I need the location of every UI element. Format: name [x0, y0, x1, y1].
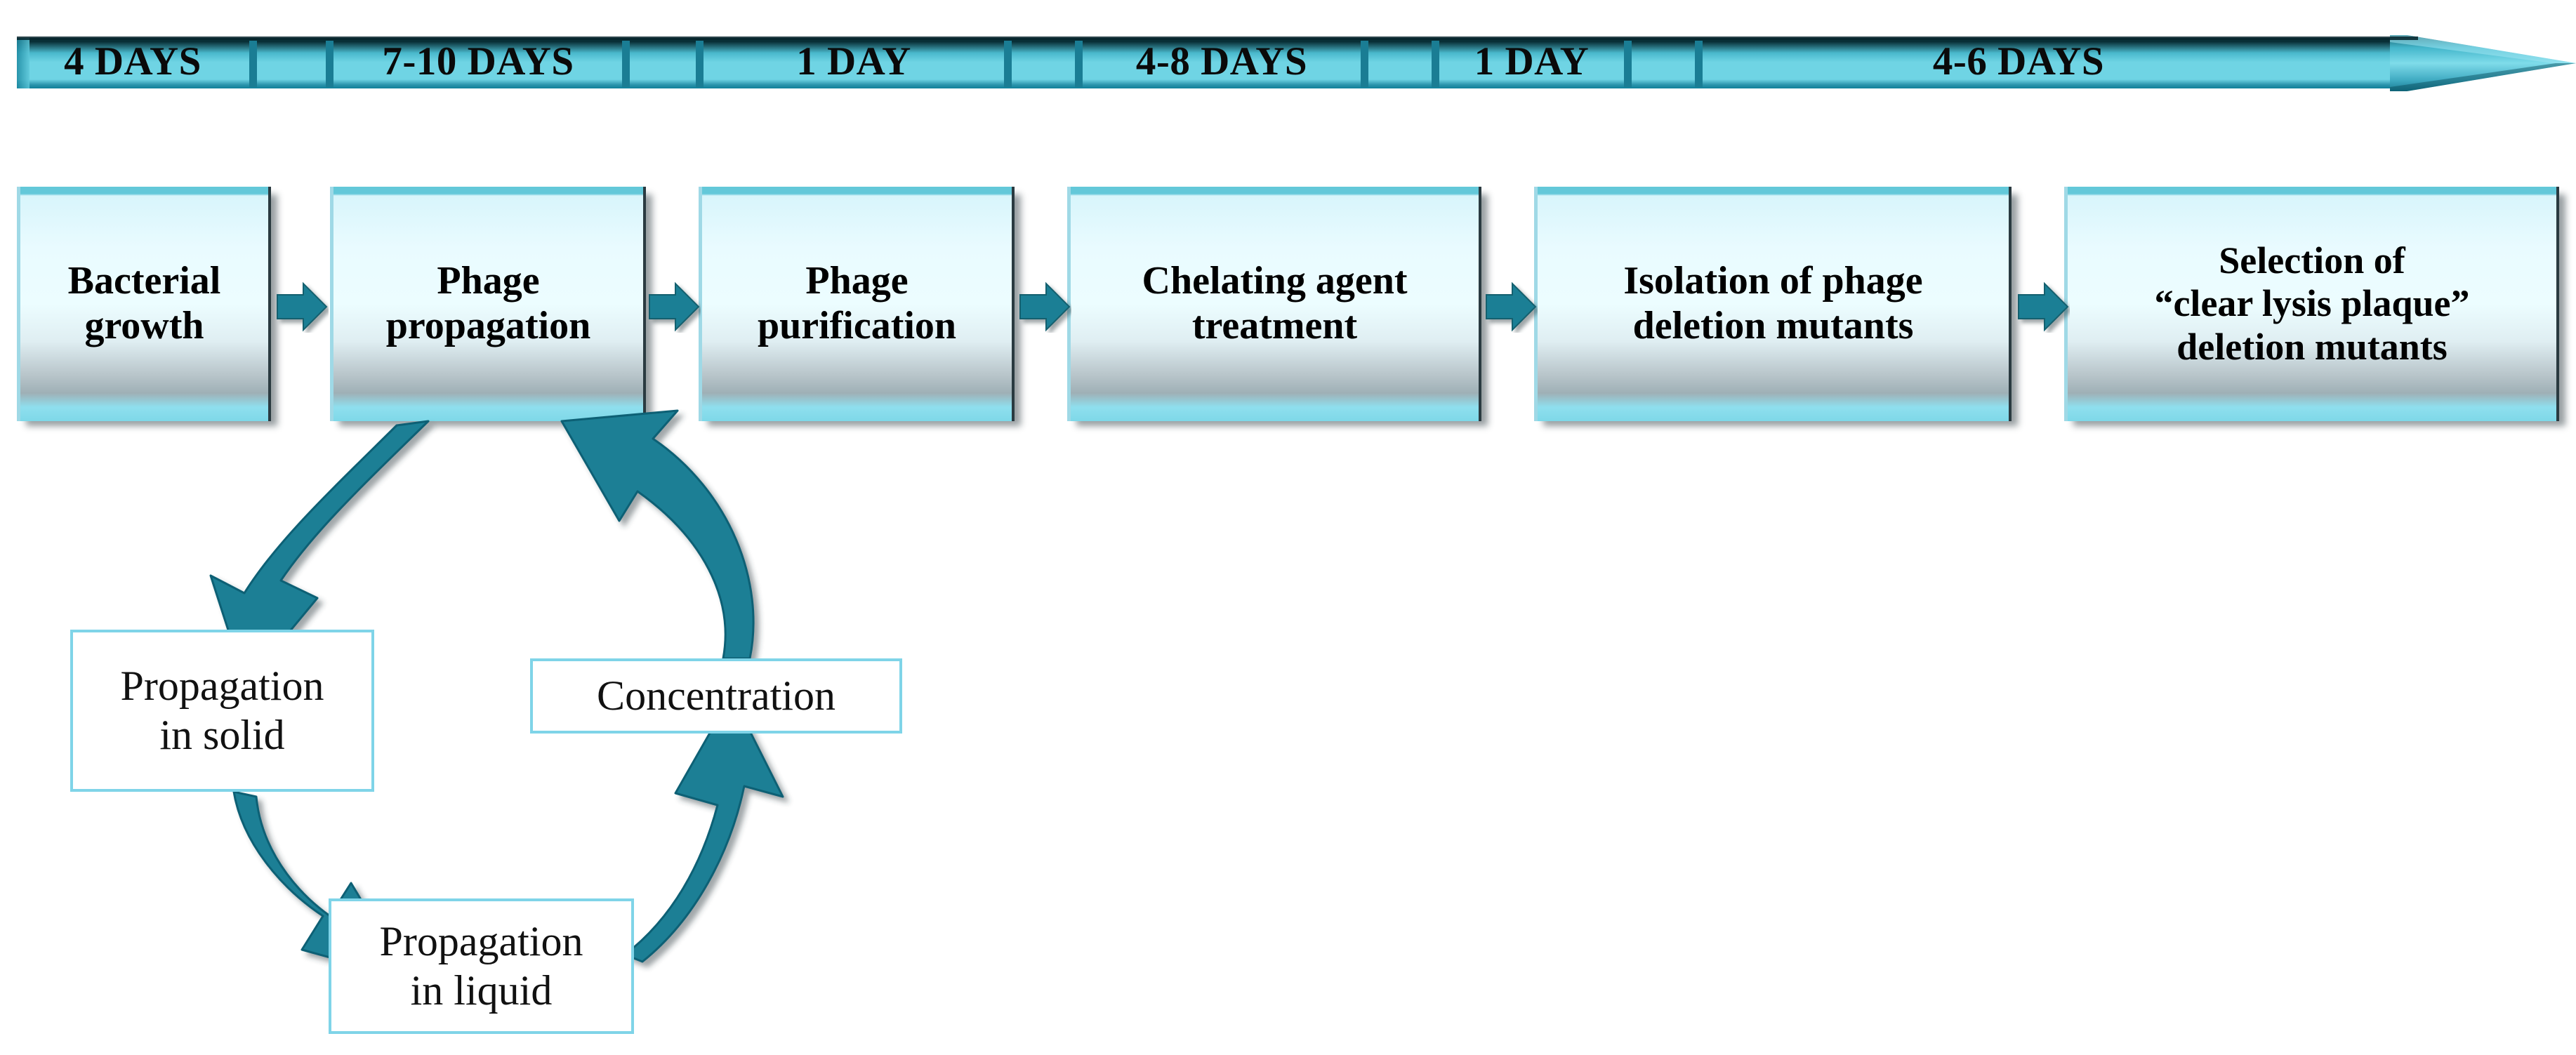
timeline-divider — [1624, 41, 1632, 87]
timeline-divider — [1361, 41, 1368, 87]
cycle-arrow-liquid-to-concentration — [623, 694, 784, 963]
process-step-isolation-deletion-mutants[interactable]: Isolation of phage deletion mutants — [1534, 187, 2012, 421]
timeline-segment-label-1: 4 DAYS — [64, 39, 202, 84]
process-step-line-1: Bacterial — [67, 259, 221, 303]
process-step-line-2: treatment — [1191, 304, 1358, 347]
timeline-divider — [696, 41, 704, 87]
process-step-label: Isolation of phage deletion mutants — [1538, 259, 2009, 349]
timeline-arrow-bar — [17, 35, 2576, 91]
connector-arrow-2 — [647, 281, 701, 333]
connector-arrow-3 — [1018, 281, 1071, 333]
process-step-line-3: deletion mutants — [2177, 325, 2448, 368]
process-step-label: Selection of “clear lysis plaque” deleti… — [2068, 239, 2556, 369]
timeline-segment-label-5: 1 DAY — [1474, 39, 1590, 84]
connector-arrow-1 — [275, 281, 329, 333]
process-step-label: Bacterial growth — [20, 259, 268, 349]
process-step-line-2: purification — [757, 304, 957, 347]
process-step-phage-propagation[interactable]: Phage propagation — [330, 187, 646, 421]
process-step-line-2: growth — [84, 304, 204, 347]
cycle-node-concentration[interactable]: Concentration — [530, 658, 902, 734]
process-step-phage-purification[interactable]: Phage purification — [699, 187, 1015, 421]
cycle-node-line-2: in liquid — [410, 967, 553, 1014]
cycle-node-line-2: in solid — [159, 711, 285, 758]
cycle-node-label: Concentration — [597, 672, 835, 721]
process-step-line-1: Phage — [805, 259, 909, 303]
timeline-divider — [249, 41, 257, 87]
process-step-label: Chelating agent treatment — [1071, 259, 1479, 349]
timeline-divider — [1075, 41, 1083, 87]
process-step-line-2: deletion mutants — [1632, 304, 1914, 347]
timeline-segment-label-3: 1 DAY — [796, 39, 911, 84]
cycle-node-line-1: Propagation — [379, 917, 583, 964]
process-step-line-1: Selection of — [2219, 239, 2405, 281]
cycle-node-label: Propagation in solid — [121, 662, 324, 759]
process-step-line-1: Isolation of phage — [1623, 259, 1923, 303]
process-step-line-2: “clear lysis plaque” — [2154, 282, 2470, 325]
process-step-selection-clear-lysis-plaque[interactable]: Selection of “clear lysis plaque” deleti… — [2064, 187, 2559, 421]
process-step-line-1: Phage — [437, 259, 540, 303]
timeline-segment-label-4: 4-8 DAYS — [1135, 39, 1308, 84]
cycle-node-propagation-in-solid[interactable]: Propagation in solid — [70, 630, 374, 792]
cycle-node-label: Propagation in liquid — [380, 917, 583, 1015]
cycle-node-line-1: Concentration — [597, 672, 835, 719]
timeline-divider — [1432, 41, 1439, 87]
connector-arrow-4 — [1484, 281, 1538, 333]
timeline-divider — [1695, 41, 1703, 87]
cycle-arrow-concentration-to-propagation — [560, 409, 755, 660]
cycle-node-propagation-in-liquid[interactable]: Propagation in liquid — [329, 898, 634, 1034]
connector-arrow-5 — [2016, 281, 2070, 333]
process-step-line-2: propagation — [385, 304, 591, 347]
process-step-label: Phage purification — [702, 259, 1012, 349]
cycle-node-line-1: Propagation — [120, 662, 324, 709]
timeline-segment-label-6: 4-6 DAYS — [1932, 39, 2105, 84]
timeline-arrow-shape — [17, 35, 2576, 91]
timeline-divider — [622, 41, 630, 87]
process-step-line-1: Chelating agent — [1142, 259, 1408, 303]
timeline-segment-label-2: 7-10 DAYS — [382, 39, 574, 84]
timeline-divider — [1004, 41, 1012, 87]
process-step-bacterial-growth[interactable]: Bacterial growth — [17, 187, 271, 421]
timeline-divider — [326, 41, 333, 87]
process-step-label: Phage propagation — [333, 259, 643, 349]
process-step-chelating-agent-treatment[interactable]: Chelating agent treatment — [1067, 187, 1481, 421]
